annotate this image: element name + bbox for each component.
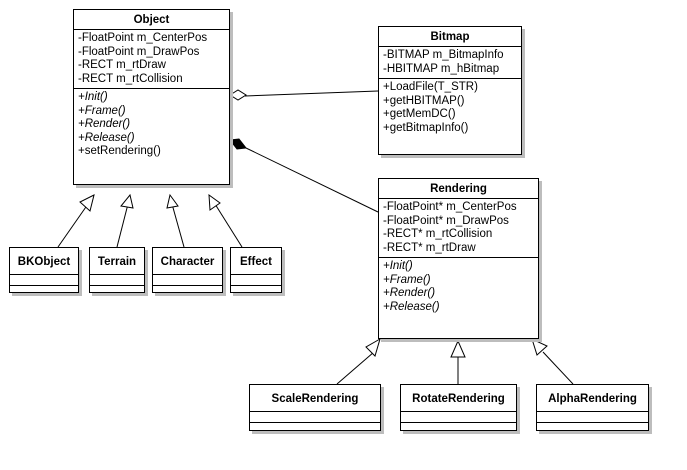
operations-section (90, 286, 144, 296)
class-bitmap[interactable]: Bitmap -BITMAP m_BitmapInfo -HBITMAP m_h… (378, 26, 522, 155)
operations-section (10, 286, 78, 296)
attribute: -BITMAP m_BitmapInfo (383, 49, 504, 61)
class-scalerendering[interactable]: ScaleRendering (249, 384, 381, 431)
inherit-line-scalerendering (336, 351, 375, 385)
inherit-arrowhead-alpharendering (531, 338, 548, 356)
attribute: -FloatPoint m_DrawPos (78, 45, 200, 58)
operation: +setRendering() (78, 145, 161, 157)
inherit-line-bkobject (57, 203, 89, 248)
operations-section: +Init() +Frame() +Render() +Release() +s… (74, 89, 229, 161)
operations-section (250, 423, 380, 433)
inherit-arrowhead-effect (208, 193, 221, 211)
inherit-arrowhead-character (166, 193, 179, 209)
attributes-section: -FloatPoint m_CenterPos -FloatPoint m_Dr… (74, 30, 229, 89)
attribute: -FloatPoint* m_DrawPos (383, 214, 509, 227)
class-rendering[interactable]: Rendering -FloatPoint* m_CenterPos -Floa… (378, 178, 539, 339)
operations-section (231, 286, 281, 296)
inherit-arrowhead-rotaterendering (450, 339, 466, 358)
attributes-section (401, 412, 516, 423)
inherit-line-alpharendering (542, 351, 574, 385)
attributes-section (90, 275, 144, 286)
composition-line (245, 147, 379, 213)
attributes-section: -FloatPoint* m_CenterPos -FloatPoint* m_… (379, 199, 538, 258)
class-alpharendering[interactable]: AlphaRendering (536, 384, 649, 431)
attribute: -FloatPoint m_CenterPos (78, 32, 208, 44)
operations-section: +Init() +Frame() +Render() +Release() (379, 258, 538, 316)
attributes-section (537, 412, 648, 423)
attribute: -FloatPoint* m_CenterPos (383, 201, 517, 213)
operations-section (401, 423, 516, 433)
operation: +getBitmapInfo() (383, 121, 469, 134)
aggregation-line (244, 90, 379, 97)
attributes-section (153, 275, 222, 286)
composition-diamond (229, 138, 247, 150)
attribute: -HBITMAP m_hBitmap (383, 62, 500, 75)
attribute: -RECT m_rtCollision (78, 72, 183, 85)
operation: +Init() (78, 91, 108, 103)
inherit-line-terrain (116, 203, 129, 248)
class-terrain[interactable]: Terrain (89, 247, 145, 293)
attributes-section: -BITMAP m_BitmapInfo -HBITMAP m_hBitmap (379, 47, 521, 79)
attribute: -RECT* m_rtDraw (383, 241, 476, 254)
class-name: Character (153, 248, 222, 275)
class-name: Effect (231, 248, 281, 275)
operation: +LoadFile(T_STR) (383, 81, 478, 93)
operation: +Frame() (383, 273, 431, 286)
inherit-line-effect (214, 203, 243, 248)
class-rotaterendering[interactable]: RotateRendering (400, 384, 517, 431)
operation: +Init() (383, 260, 413, 272)
operations-section (537, 423, 648, 433)
inherit-line-character (171, 203, 185, 248)
attributes-section (10, 275, 78, 286)
class-effect[interactable]: Effect (230, 247, 282, 293)
operation: +Release() (383, 300, 440, 313)
class-name: AlphaRendering (537, 385, 648, 412)
class-name: Bitmap (379, 27, 521, 47)
operation: +Release() (78, 131, 135, 144)
inherit-arrowhead-scalerendering (365, 337, 381, 357)
class-name: Terrain (90, 248, 144, 275)
operations-section (153, 286, 222, 296)
aggregation-diamond (229, 89, 247, 101)
operation: +getMemDC() (383, 108, 456, 120)
operation: +getHBITMAP() (383, 94, 465, 107)
class-name: Object (74, 10, 229, 30)
inherit-arrowhead-bkobject (79, 194, 95, 212)
class-name: Rendering (379, 179, 538, 199)
operation: +Render() (78, 118, 131, 130)
operation: +Frame() (78, 104, 126, 117)
attribute: -RECT m_rtDraw (78, 59, 166, 71)
attributes-section (250, 412, 380, 423)
class-name: RotateRendering (401, 385, 516, 412)
class-name: BKObject (10, 248, 78, 275)
attribute: -RECT* m_rtCollision (383, 228, 493, 240)
attributes-section (231, 275, 281, 286)
inherit-arrowhead-terrain (120, 193, 134, 209)
operation: +Render() (383, 287, 436, 299)
operations-section: +LoadFile(T_STR) +getHBITMAP() +getMemDC… (379, 79, 521, 137)
class-character[interactable]: Character (152, 247, 223, 293)
class-name: ScaleRendering (250, 385, 380, 412)
class-bkobject[interactable]: BKObject (9, 247, 79, 293)
class-object[interactable]: Object -FloatPoint m_CenterPos -FloatPoi… (73, 9, 230, 185)
